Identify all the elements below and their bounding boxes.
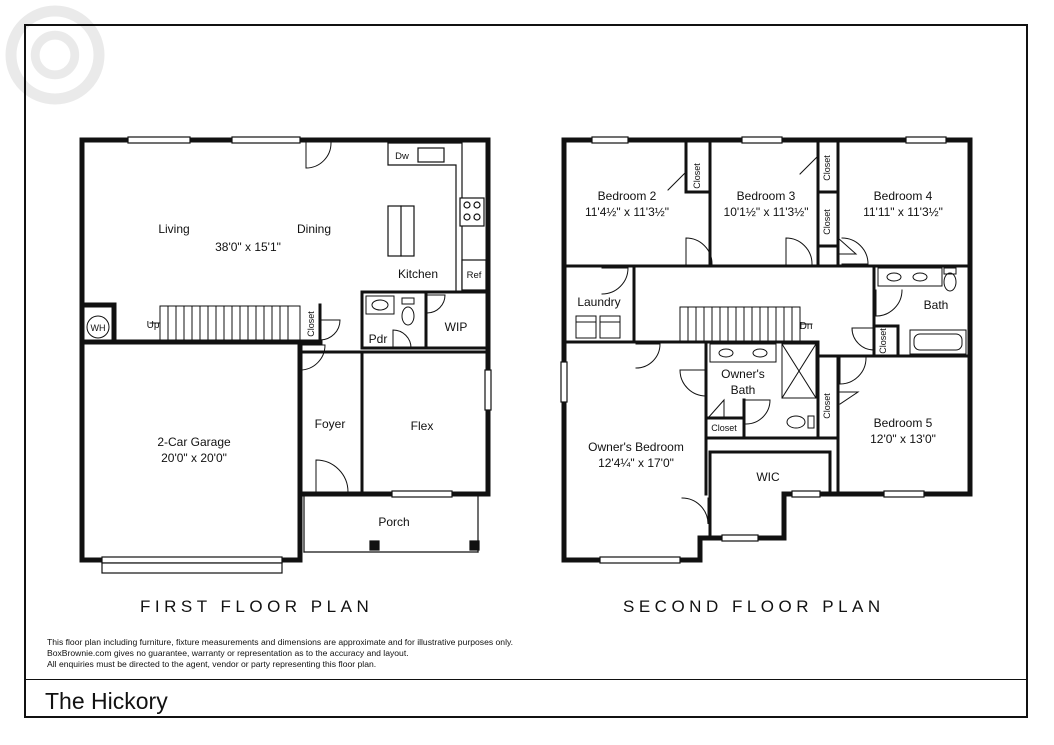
label-bedroom4-dim: 11'11" x 11'3½" bbox=[863, 205, 943, 219]
water-heater-symbol bbox=[86, 315, 110, 339]
label-bath: Bath bbox=[924, 298, 949, 312]
first-floor-plan-title: FIRST FLOOR PLAN bbox=[140, 597, 374, 616]
powder-room-fixtures bbox=[365, 295, 415, 326]
label-foyer: Foyer bbox=[315, 417, 346, 431]
label-closet-bed4: Closet bbox=[822, 209, 832, 235]
first-floor-doors bbox=[299, 142, 446, 493]
label-living: Living bbox=[158, 222, 189, 236]
label-ref: Ref bbox=[467, 270, 482, 281]
disclaimer-line-2: BoxBrownie.com gives no guarantee, warra… bbox=[47, 648, 409, 658]
hall-bath-fixtures bbox=[877, 267, 967, 355]
first-floor-windows bbox=[101, 136, 492, 574]
second-floor-plan bbox=[560, 136, 973, 564]
porch-outline bbox=[303, 496, 480, 553]
second-floor-interior-walls bbox=[562, 138, 972, 540]
first-floor-labels: Living 38'0" x 15'1" Dining Kitchen Dw R… bbox=[91, 151, 482, 529]
label-bedroom2-dim: 11'4½" x 11'3½" bbox=[585, 205, 669, 219]
first-floor-interior-walls bbox=[298, 290, 490, 496]
laundry-appliances bbox=[575, 315, 621, 339]
label-closet: Closet bbox=[306, 311, 316, 337]
first-floor-plan bbox=[79, 136, 492, 574]
plan-sheet-border bbox=[24, 24, 1028, 718]
owners-bath-fixtures bbox=[709, 343, 817, 429]
disclaimer-line-3: All enquiries must be directed to the ag… bbox=[47, 659, 377, 669]
label-garage-dim: 20'0" x 20'0" bbox=[161, 451, 227, 465]
label-bedroom5-dim: 12'0" x 13'0" bbox=[870, 432, 936, 446]
first-floor-stairs bbox=[149, 305, 301, 341]
label-dining: Dining bbox=[297, 222, 331, 236]
project-name: The Hickory bbox=[45, 688, 168, 714]
label-kitchen: Kitchen bbox=[398, 267, 438, 281]
second-floor-stairs bbox=[679, 306, 813, 342]
label-living-dim: 38'0" x 15'1" bbox=[215, 240, 281, 254]
label-owners-bedroom-dim: 12'4¼" x 17'0" bbox=[598, 456, 674, 470]
second-floor-labels: Bedroom 2 11'4½" x 11'3½" Bedroom 3 10'1… bbox=[577, 155, 948, 484]
label-flex: Flex bbox=[411, 419, 434, 433]
disclaimer: This floor plan including furniture, fix… bbox=[47, 637, 513, 670]
label-closet-bed2: Closet bbox=[692, 163, 702, 189]
label-owners-bath-1: Owner's bbox=[721, 367, 765, 381]
label-pdr: Pdr bbox=[369, 332, 388, 346]
label-dw: Dw bbox=[395, 151, 409, 162]
label-bedroom3-dim: 10'1½" x 11'3½" bbox=[724, 205, 809, 219]
label-up: Up bbox=[147, 320, 160, 331]
label-closet-hall: Closet bbox=[878, 328, 888, 354]
watermark-circles-icon bbox=[5, 5, 105, 105]
label-dn: Dn bbox=[800, 321, 813, 332]
disclaimer-line-1: This floor plan including furniture, fix… bbox=[47, 637, 514, 647]
label-owners-bath-2: Bath bbox=[731, 383, 756, 397]
kitchen-fixtures bbox=[387, 142, 487, 291]
label-closet-bed3: Closet bbox=[822, 155, 832, 181]
label-wic: WIC bbox=[756, 470, 780, 484]
label-bedroom5: Bedroom 5 bbox=[874, 416, 933, 430]
label-closet-bed5: Closet bbox=[822, 393, 832, 419]
second-floor-plan-title: SECOND FLOOR PLAN bbox=[623, 597, 885, 616]
label-owners-bedroom: Owner's Bedroom bbox=[588, 440, 684, 454]
label-wh: WH bbox=[91, 323, 106, 333]
second-floor-windows bbox=[560, 136, 947, 564]
label-closet-owners: Closet bbox=[711, 423, 737, 433]
label-garage: 2-Car Garage bbox=[157, 435, 231, 449]
label-bedroom3: Bedroom 3 bbox=[737, 189, 796, 203]
label-wip: WIP bbox=[445, 320, 468, 334]
title-bar bbox=[24, 679, 1028, 718]
second-floor-doors bbox=[601, 154, 903, 525]
label-bedroom4: Bedroom 4 bbox=[874, 189, 933, 203]
label-bedroom2: Bedroom 2 bbox=[598, 189, 657, 203]
label-porch: Porch bbox=[378, 515, 409, 529]
label-laundry: Laundry bbox=[577, 295, 620, 309]
